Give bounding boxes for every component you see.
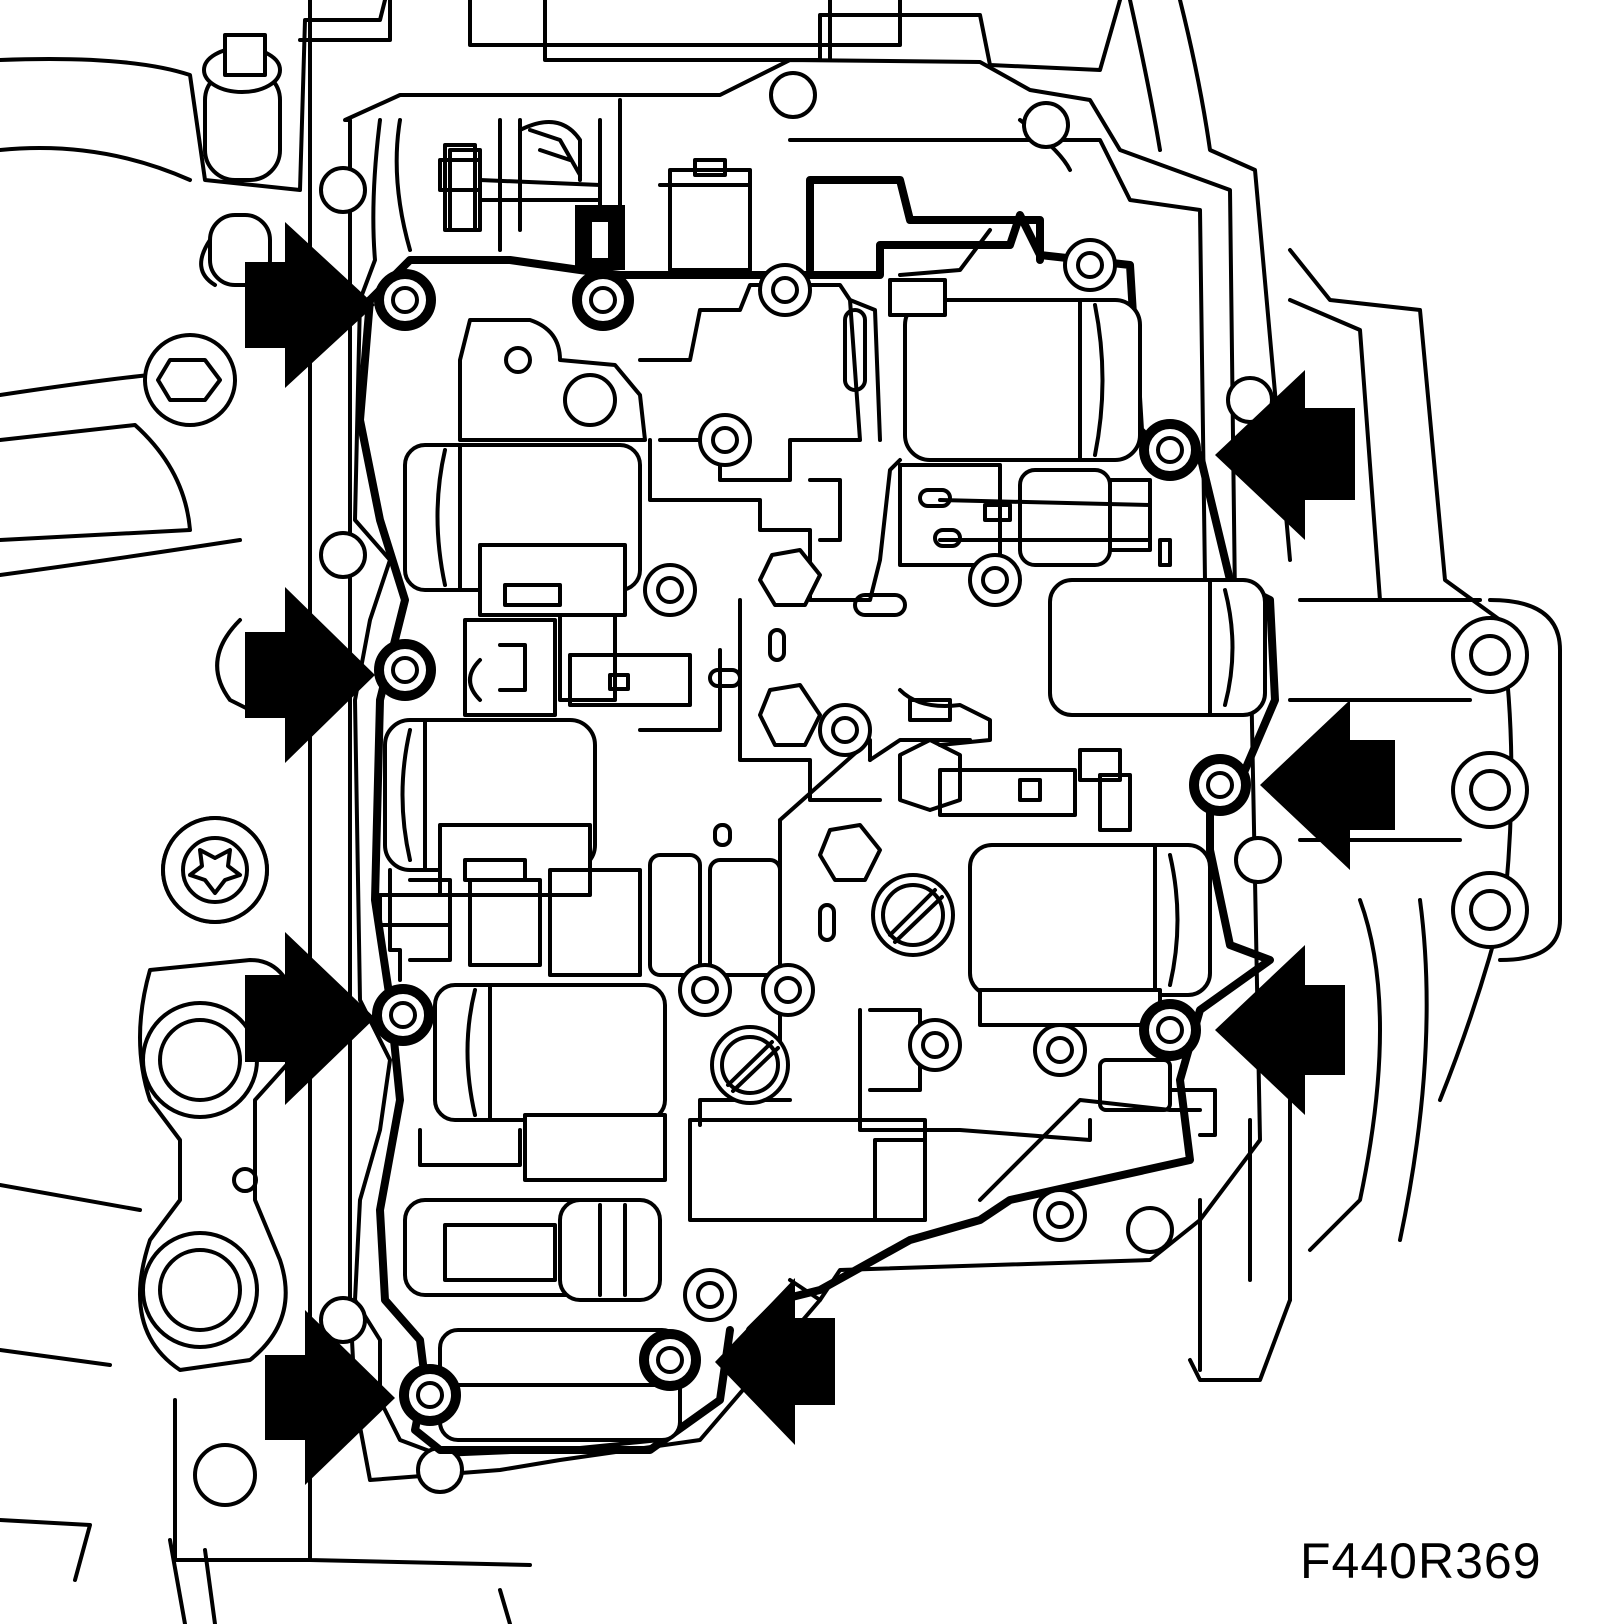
- connector-strip: [443, 120, 582, 232]
- pointer-arrows: [245, 222, 1395, 1485]
- marked-bolt: [372, 984, 434, 1046]
- solenoid: [403, 443, 642, 617]
- arrow-left: [1215, 945, 1345, 1115]
- marked-bolt: [399, 1364, 461, 1426]
- arrow-left: [1215, 370, 1355, 540]
- marked-bolt: [1189, 754, 1251, 816]
- marked-bolt: [374, 269, 436, 331]
- arrow-right: [245, 587, 375, 763]
- arrow-left: [1260, 700, 1395, 870]
- marked-bolt: [639, 1329, 701, 1391]
- solenoid: [968, 843, 1212, 1027]
- torx-bolt: [161, 816, 269, 924]
- arrow-right: [245, 932, 375, 1105]
- solenoids: [383, 278, 1267, 1442]
- figure-code: F440R369: [1300, 1533, 1542, 1589]
- solenoid: [433, 983, 667, 1182]
- marked-bolt: [1139, 419, 1201, 481]
- arrow-right: [265, 1310, 395, 1485]
- arrow-left: [715, 1278, 835, 1445]
- solenoid: [1048, 578, 1267, 717]
- bolts: [643, 238, 1117, 1322]
- marked-bolts: [372, 269, 1251, 1426]
- solenoid: [888, 278, 1142, 462]
- marked-bolt: [374, 639, 436, 701]
- marked-bolt: [1139, 999, 1201, 1061]
- arrow-right: [245, 222, 375, 388]
- marked-bolt: [572, 269, 634, 331]
- solenoid: [383, 718, 597, 897]
- solenoid: [403, 1198, 662, 1302]
- valve-body-details: [378, 128, 1217, 1302]
